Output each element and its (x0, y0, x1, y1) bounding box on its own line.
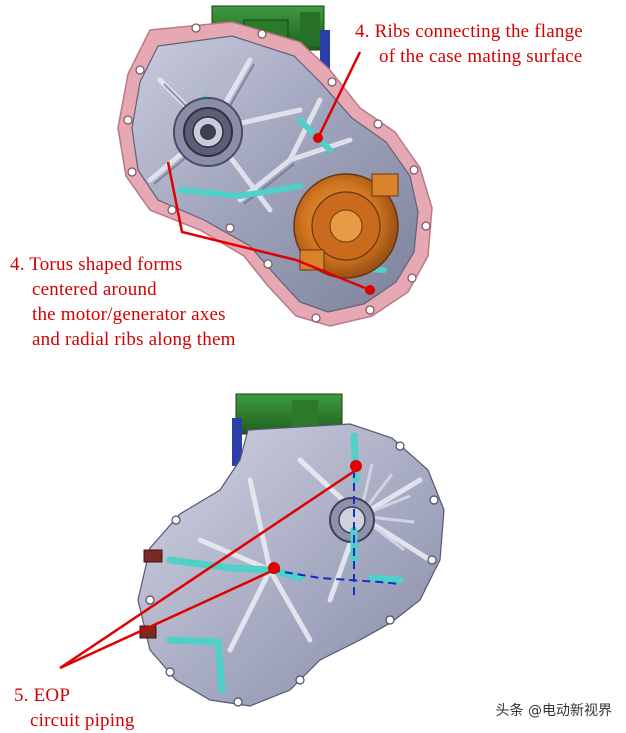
torus-callout-dot (365, 285, 375, 295)
eop-annotation-line1: 5. EOP (14, 685, 71, 706)
callout-dots (268, 133, 375, 574)
torus-annotation: 4. Torus shaped forms centered around th… (10, 252, 236, 352)
eop-callout-dot-1 (350, 460, 362, 472)
bottom-case-bolts (145, 441, 439, 707)
ribs-annotation-line2: of the case mating surface (379, 46, 583, 67)
bottom-transaxle-case (137, 393, 445, 707)
top-transaxle-case (117, 5, 433, 327)
torus-callout-line (166, 161, 371, 292)
bottom-eop-piping (166, 432, 404, 694)
eop-callout-dot-2 (268, 562, 280, 574)
ribs-annotation: 4. Ribs connecting the flange of the cas… (355, 19, 583, 69)
eop-callout-line-2 (59, 568, 275, 670)
source-watermark: 头条 @电动新视界 (495, 703, 612, 719)
top-motor-bearing (173, 97, 243, 167)
bottom-dashed-axis (271, 569, 401, 585)
ribs-annotation-line1: 4. Ribs connecting the flange (355, 21, 583, 42)
torus-annotation-line4: and radial ribs along them (32, 329, 236, 350)
top-flange-bolts (123, 23, 431, 323)
torus-annotation-line3: the motor/generator axes (32, 304, 226, 325)
eop-annotation: 5. EOP circuit piping (14, 683, 135, 733)
callout-lines (59, 51, 371, 670)
bottom-case-body (137, 423, 445, 707)
eop-callout-line-1 (59, 468, 357, 670)
eop-annotation-line2: circuit piping (30, 710, 135, 731)
top-orange-gear (293, 173, 399, 279)
torus-annotation-line2: centered around (32, 279, 157, 300)
torus-annotation-line1: 4. Torus shaped forms (10, 254, 183, 275)
ribs-callout-line (316, 51, 362, 139)
ribs-callout-dot (313, 133, 323, 143)
